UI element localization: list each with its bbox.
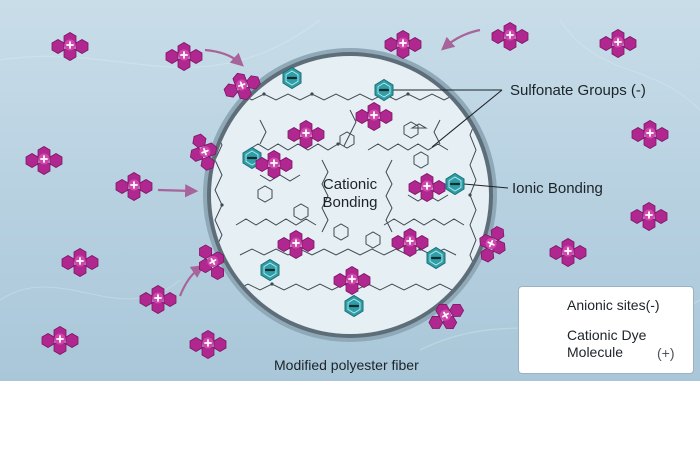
cationic-dye-molecule-icon [25, 145, 63, 176]
ionic-bonding-label: Ionic Bonding [512, 180, 603, 197]
cationic-bonding-line1: Cationic [322, 176, 378, 193]
cationic-bonding-label: Cationic Bonding [310, 176, 390, 212]
polymer-chains [214, 92, 477, 291]
cationic-dye-molecule-icon [491, 21, 529, 52]
cationic-dye-molecule-icon [115, 171, 153, 202]
sulfonate-groups-label: Sulfonate Groups (-) [510, 82, 646, 99]
cationic-dye-molecule-icon [630, 201, 668, 232]
legend-cationic-dye-sign: (+) [657, 345, 675, 361]
legend-anionic-sites-label: Anionic sites(-) [567, 297, 660, 313]
cationic-dye-molecule-icon [139, 284, 177, 315]
cationic-bonding-line2: Bonding [322, 194, 378, 211]
inward-arrow-icon [204, 48, 244, 67]
inward-arrow-icon [157, 184, 199, 198]
cationic-dye-molecule-icon [165, 41, 203, 72]
cationic-dye-molecule-icon [631, 119, 669, 150]
cationic-dye-molecule-icon [189, 329, 227, 360]
cationic-dye-molecule-icon [549, 237, 587, 268]
legend-box: Anionic sites(-) Cationic Dye Molecule (… [518, 286, 694, 374]
inward-arrows [157, 28, 481, 297]
inward-arrow-icon [178, 265, 205, 297]
cationic-dye-molecule-icon [599, 28, 637, 59]
cationic-dye-molecule-icon [41, 325, 79, 356]
inward-arrow-icon [441, 28, 481, 51]
cationic-dye-molecule-icon [61, 247, 99, 278]
legend-cationic-dye-line1: Cationic Dye [567, 327, 647, 343]
legend-cationic-dye-line2: Molecule [567, 344, 624, 360]
fiber-caption: Modified polyester fiber [274, 357, 419, 373]
leader-lines [393, 89, 509, 189]
